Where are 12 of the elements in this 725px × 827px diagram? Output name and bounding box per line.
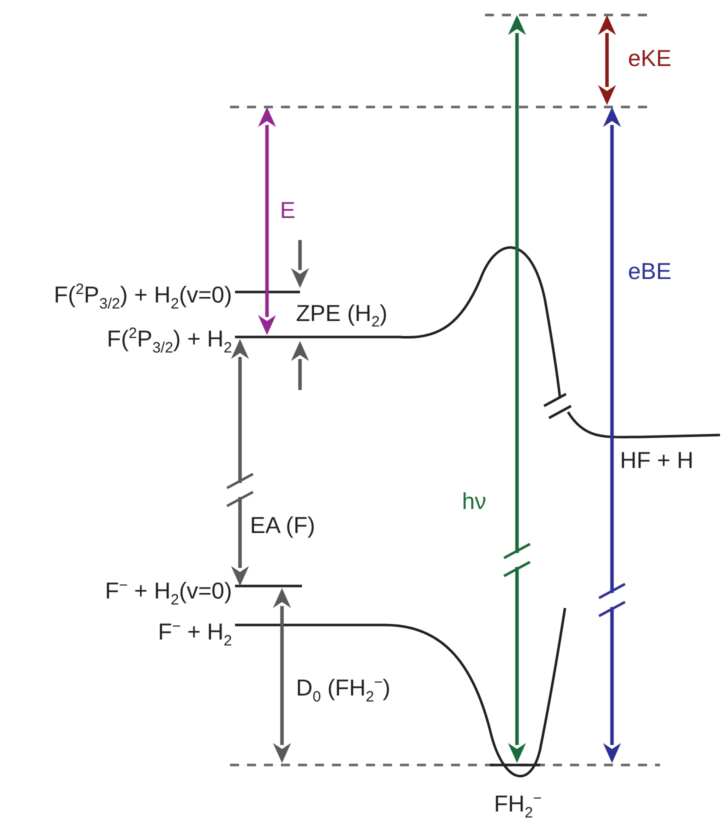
energy-label: hν xyxy=(462,488,486,514)
level-label: HF + H xyxy=(620,447,694,473)
level-label: F($^{2}$P$_{3/2}$) + H$_{2}$ xyxy=(106,324,232,358)
energy-label: eBE xyxy=(628,258,672,284)
level-label: F$^{−}$ + H$_{2}$(v=0) xyxy=(104,576,232,610)
energy-label: ZPE (H$_{2}$) xyxy=(296,300,388,333)
energy-label: EA (F) xyxy=(250,512,316,538)
energy-label: E xyxy=(280,197,296,223)
level-label: F($^{2}$P$_{3/2}$) + H$_{2}$(v=0) xyxy=(54,280,232,314)
energy-label: eKE xyxy=(628,45,672,71)
level-label: F$^{−}$ + H$_{2}$ xyxy=(158,617,232,652)
energy-label: D$_{0}$ (FH$_{2}$$^{−}$) xyxy=(296,673,390,708)
